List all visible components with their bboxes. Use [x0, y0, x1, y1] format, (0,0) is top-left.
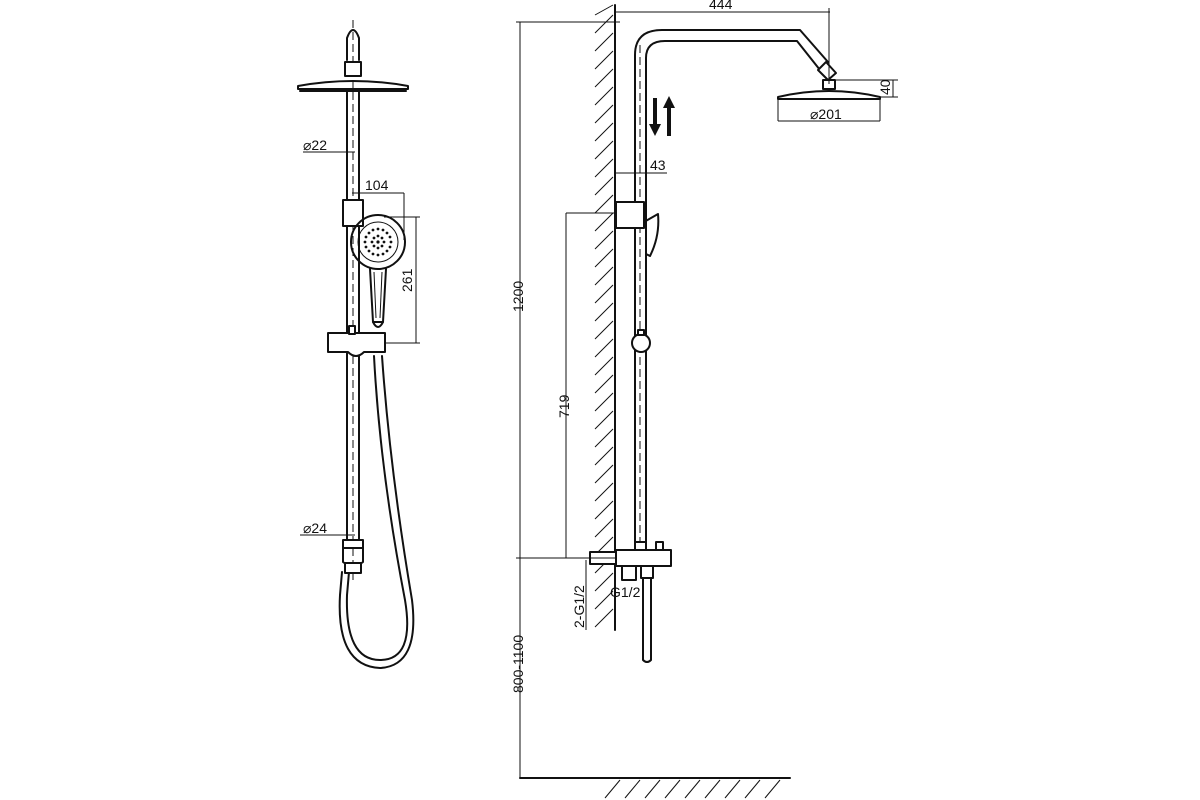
- dim-head-diameter: ⌀201: [810, 106, 842, 122]
- side-hose: [642, 577, 652, 663]
- mixer-outlet: [621, 565, 637, 581]
- holder-knob: [348, 325, 356, 335]
- dim-holder-height: 719: [556, 394, 572, 418]
- front-view: ⌀22 104 261 ⌀24: [297, 20, 420, 669]
- dim-total-height: 1200: [510, 281, 526, 312]
- dim-rod-top-diameter: ⌀22: [303, 137, 327, 153]
- dim-rod-bottom-diameter: ⌀24: [303, 520, 327, 536]
- bidirectional-arrow-icon: [649, 96, 675, 136]
- handle-inner-line-right: [379, 271, 383, 319]
- floor-hatching: [604, 779, 781, 799]
- side-holder-cap: [637, 329, 645, 336]
- shower-arm-outer: [634, 29, 829, 201]
- mixer-knob: [655, 541, 664, 551]
- hand-shower-holder: [327, 332, 386, 357]
- side-slide-joint: [615, 201, 645, 229]
- rain-head-side: [777, 90, 881, 100]
- hose-outlet-nut: [640, 565, 654, 579]
- handle-bottom-cap: [372, 321, 384, 328]
- wall-hatching: [594, 4, 614, 628]
- dim-arm-reach: 444: [709, 0, 733, 12]
- hand-shower-face: [357, 221, 399, 263]
- handle-inner-line-left: [373, 271, 377, 319]
- dim-handshower-width: 104: [365, 177, 389, 193]
- dim-handshower-height: 261: [399, 268, 415, 292]
- dim-outlet-thread: G1/2: [610, 584, 641, 600]
- diverter-nut: [342, 539, 364, 549]
- top-swivel-nut: [344, 61, 362, 77]
- dim-head-thickness: 40: [877, 79, 893, 95]
- hose-connector: [344, 562, 362, 574]
- mixer-body: [615, 549, 672, 567]
- side-holder-knob: [631, 333, 651, 353]
- top-nipple: [346, 29, 360, 61]
- dim-inlet-height: 800-1100: [510, 635, 526, 693]
- side-view: 444 40 ⌀201 43 1200 719 800-1100 2-G1/2 …: [510, 0, 898, 799]
- hand-shower-handle: [369, 268, 387, 323]
- mixer-top-nut: [634, 541, 647, 551]
- hose-inner: [338, 355, 415, 669]
- hose-outer: [345, 355, 409, 661]
- hand-shower-head: [350, 214, 406, 270]
- head-swivel: [817, 61, 837, 81]
- hand-shower-nozzles: [363, 227, 393, 257]
- rain-shower-head: [297, 80, 409, 90]
- slide-joint: [342, 199, 364, 227]
- dim-inlet-thread-pair: 2-G1/2: [571, 585, 587, 628]
- shower-arm-inner: [645, 40, 821, 201]
- dim-rod-offset: 43: [650, 157, 666, 173]
- side-hand-shower: [643, 213, 660, 257]
